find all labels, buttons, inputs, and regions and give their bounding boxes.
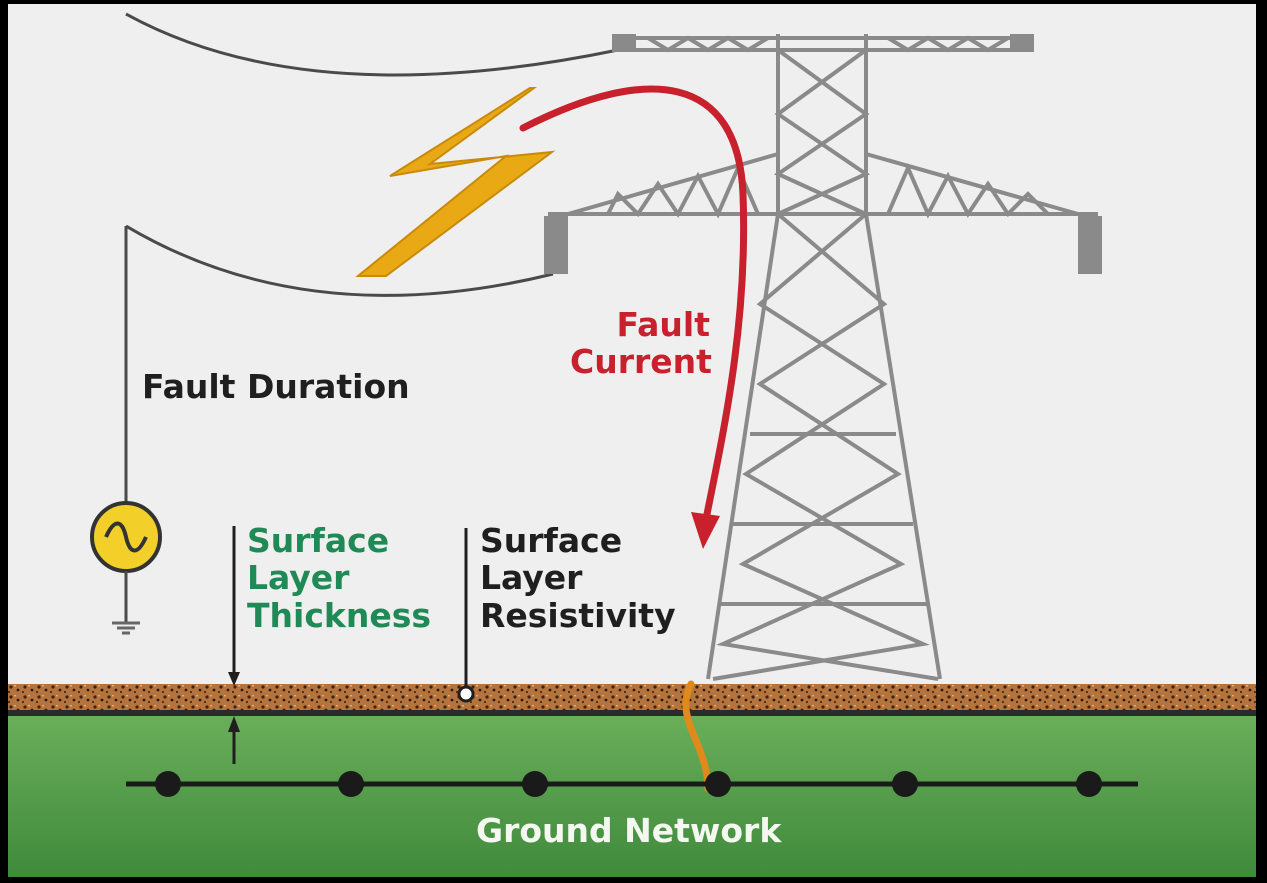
ground-soil <box>8 716 1256 877</box>
lower-conductor <box>125 224 554 297</box>
diagram-canvas: Fault Duration Fault Current Surface Lay… <box>8 4 1256 877</box>
transmission-tower-icon <box>544 34 1102 681</box>
ground-node <box>522 771 548 797</box>
ground-network-label: Ground Network <box>476 811 782 850</box>
ground-node <box>705 771 731 797</box>
thickness-arrowhead-bottom <box>228 716 240 732</box>
ground-node <box>155 771 181 797</box>
thickness-line-3: Thickness <box>247 595 431 635</box>
fault-current-line-2: Current <box>570 342 712 382</box>
resistivity-line-3: Resistivity <box>480 595 676 635</box>
thickness-line-2: Layer <box>247 558 350 598</box>
ground-node <box>1076 771 1102 797</box>
ground-symbol-icon <box>112 621 140 635</box>
resistivity-line-1: Surface <box>480 521 623 560</box>
surface-layer-thickness-label: Surface Layer Thickness <box>247 522 431 634</box>
fault-current-line-1: Fault <box>616 305 710 344</box>
fault-current-ground-path <box>682 680 712 793</box>
thickness-arrowhead-top <box>228 672 240 686</box>
fault-current-arrowhead <box>691 512 720 549</box>
grounding-diagram-svg <box>8 12 1256 877</box>
ground-network-nodes <box>155 771 1102 797</box>
surface-layer-boundary <box>8 710 1256 716</box>
fault-current-arrow <box>519 85 748 528</box>
fault-duration-label: Fault Duration <box>142 367 410 406</box>
resistivity-line-2: Layer <box>480 558 583 598</box>
ground-node <box>892 771 918 797</box>
fault-current-label: Fault Current <box>570 305 712 382</box>
ac-source-icon <box>90 501 162 573</box>
surface-layer-resistivity-label: Surface Layer Resistivity <box>480 522 676 634</box>
resistivity-probe-point <box>457 685 475 703</box>
surface-layer <box>8 684 1256 712</box>
lightning-bolt-icon <box>355 87 556 277</box>
ground-node <box>338 771 364 797</box>
thickness-line-1: Surface <box>247 521 390 560</box>
top-conductor <box>125 12 619 77</box>
